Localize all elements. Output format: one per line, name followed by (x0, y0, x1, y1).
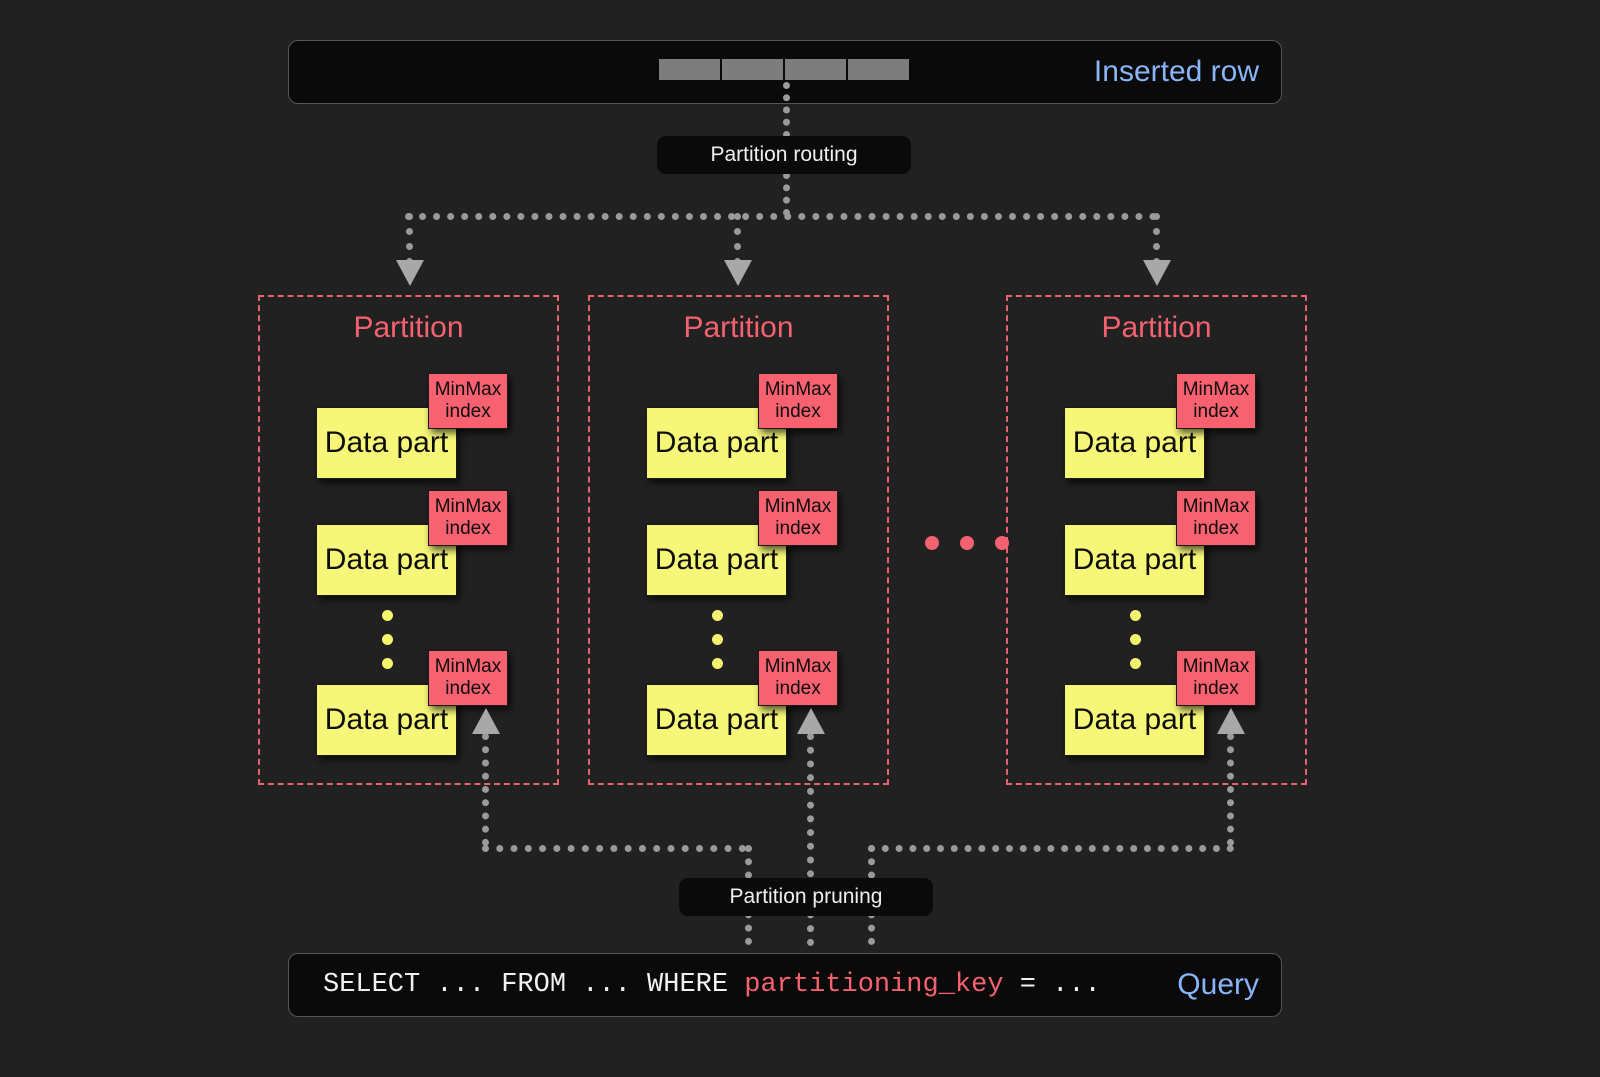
minmax-line-1: MinMax (764, 496, 832, 518)
partition-box-1: Partition MinMax index Data part MinMax … (258, 295, 559, 785)
partitions-ellipsis (925, 536, 1009, 550)
pruning-arrowhead-partition-3 (1217, 708, 1245, 734)
minmax-index-box: MinMax index (1176, 490, 1256, 546)
minmax-line-2: index (445, 518, 491, 539)
minmax-line-2: index (1193, 401, 1239, 422)
connector-drop-partition-2 (734, 213, 741, 265)
pruning-arrowhead-partition-1 (472, 708, 500, 734)
minmax-line-2: index (445, 678, 491, 699)
row-cell (722, 59, 783, 80)
ellipsis-dot (1130, 634, 1141, 645)
minmax-line-2: index (1193, 518, 1239, 539)
query-panel: SELECT ... FROM ... WHERE partitioning_k… (288, 953, 1282, 1017)
partition-title: Partition (353, 311, 464, 344)
ellipsis-dot (960, 536, 974, 550)
partition-box-3: Partition MinMax index Data part MinMax … (1006, 295, 1307, 785)
ellipsis-dot (712, 634, 723, 645)
partition-pruning-text: Partition pruning (729, 885, 883, 908)
ellipsis-dot (1130, 610, 1141, 621)
minmax-index-box: MinMax index (758, 490, 838, 546)
data-part-box: Data part (1064, 524, 1205, 596)
pruning-connector-partition-3 (1227, 733, 1234, 846)
minmax-index-box: MinMax index (428, 373, 508, 429)
minmax-line-1: MinMax (1182, 379, 1250, 401)
pruning-connector-partition-1 (482, 733, 489, 846)
partition-title: Partition (683, 311, 794, 344)
minmax-line-2: index (445, 401, 491, 422)
parts-ellipsis (1130, 610, 1141, 669)
minmax-index-box: MinMax index (1176, 650, 1256, 706)
minmax-line-2: index (775, 678, 821, 699)
minmax-index-box: MinMax index (758, 650, 838, 706)
minmax-line-1: MinMax (1182, 496, 1250, 518)
minmax-line-1: MinMax (434, 656, 502, 678)
ellipsis-dot (712, 610, 723, 621)
ellipsis-dot (382, 658, 393, 669)
connector-routing-stem (783, 172, 790, 216)
connector-drop-partition-1 (406, 213, 413, 265)
arrowhead-partition-2 (724, 260, 752, 286)
arrowhead-partition-1 (396, 260, 424, 286)
ellipsis-dot (382, 610, 393, 621)
minmax-line-1: MinMax (764, 379, 832, 401)
ellipsis-dot (1130, 658, 1141, 669)
parts-ellipsis (712, 610, 723, 669)
ellipsis-dot (925, 536, 939, 550)
connector-drop-partition-3 (1153, 213, 1160, 265)
query-suffix: = ... (1003, 970, 1101, 1000)
minmax-line-1: MinMax (764, 656, 832, 678)
minmax-line-2: index (1193, 678, 1239, 699)
ellipsis-dot (712, 658, 723, 669)
minmax-index-box: MinMax index (428, 490, 508, 546)
partition-pruning-label: Partition pruning (679, 878, 933, 916)
minmax-line-1: MinMax (434, 496, 502, 518)
inserted-row-cells (659, 59, 909, 80)
pruning-arrowhead-partition-2 (797, 708, 825, 734)
minmax-line-2: index (775, 518, 821, 539)
query-prefix: SELECT ... FROM ... WHERE (323, 970, 745, 1000)
arrowhead-partition-3 (1143, 260, 1171, 286)
partition-box-2: Partition MinMax index Data part MinMax … (588, 295, 889, 785)
data-part-box: Data part (316, 407, 457, 479)
row-cell (848, 59, 909, 80)
parts-ellipsis (382, 610, 393, 669)
query-label: Query (1177, 968, 1259, 1001)
query-sql-text: SELECT ... FROM ... WHERE partitioning_k… (323, 970, 1101, 1000)
partition-routing-text: Partition routing (710, 143, 858, 166)
minmax-index-box: MinMax index (1176, 373, 1256, 429)
ellipsis-dot (995, 536, 1009, 550)
inserted-row-label: Inserted row (1093, 55, 1259, 88)
pruning-bus-left (482, 845, 746, 852)
row-cell (785, 59, 846, 80)
minmax-line-1: MinMax (434, 379, 502, 401)
connector-fanout-bus (405, 213, 1157, 220)
minmax-index-box: MinMax index (428, 650, 508, 706)
minmax-index-box: MinMax index (758, 373, 838, 429)
minmax-line-2: index (775, 401, 821, 422)
partition-routing-label: Partition routing (657, 136, 911, 174)
row-cell (659, 59, 720, 80)
pruning-connector-partition-2 (807, 733, 814, 946)
minmax-line-1: MinMax (1182, 656, 1250, 678)
connector-row-to-routing (783, 82, 790, 138)
partition-title: Partition (1101, 311, 1212, 344)
data-part-box: Data part (646, 684, 787, 756)
ellipsis-dot (382, 634, 393, 645)
query-partitioning-key: partitioning_key (744, 970, 1004, 1000)
pruning-bus-right (868, 845, 1234, 852)
